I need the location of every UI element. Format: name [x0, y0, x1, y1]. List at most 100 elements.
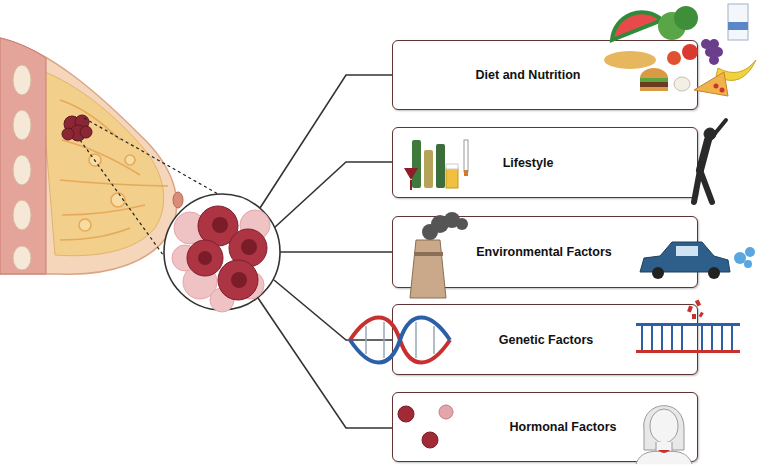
breast-skin — [0, 38, 177, 274]
factor-box: Hormonal Factors — [392, 392, 698, 462]
magnifier-circle — [164, 194, 280, 310]
grapes — [701, 39, 723, 65]
car-window — [676, 246, 698, 256]
car-body — [640, 242, 730, 272]
factor-label: Diet and Nutrition — [476, 68, 581, 82]
mutation-icon-part-part — [687, 305, 693, 312]
factory-icon — [410, 212, 468, 298]
hormone — [398, 406, 414, 422]
breast-gland — [40, 70, 164, 256]
dna-icon — [350, 318, 450, 363]
cell-nuclei-part — [212, 217, 228, 233]
ribs-part — [13, 155, 31, 185]
dna-icon-part-part — [383, 322, 385, 358]
lobules-part — [60, 228, 130, 240]
mutation-icon-part-part — [731, 326, 733, 350]
tumor — [62, 115, 92, 141]
grapes-part — [709, 39, 719, 49]
burger-part — [640, 87, 668, 91]
chest-wall — [0, 38, 46, 274]
dna-icon-part-part — [433, 326, 435, 354]
leg — [694, 170, 700, 202]
burger-part — [640, 78, 668, 82]
greens — [674, 6, 698, 30]
thyroid — [658, 450, 670, 453]
wheel — [708, 267, 720, 279]
mutation-icon-part-part — [681, 326, 683, 350]
tumor-cells-part — [218, 260, 258, 300]
mutation-icon-part-part — [651, 326, 653, 350]
exhaust-part — [744, 260, 752, 268]
beer-foam — [446, 164, 458, 169]
tumor-part — [80, 126, 92, 138]
mutation-icon-part-part — [711, 326, 713, 350]
smoke-part — [456, 218, 468, 230]
grapes-part — [709, 55, 719, 65]
hormone — [422, 432, 438, 448]
ribs-part — [13, 65, 31, 95]
nipple — [173, 192, 183, 208]
body — [700, 140, 708, 170]
food-icon — [604, 4, 756, 96]
garlic — [674, 77, 690, 91]
lobules — [60, 100, 168, 240]
mutation-icon-part — [642, 326, 732, 350]
neck — [656, 442, 672, 452]
zoom-lines-part — [84, 118, 218, 194]
grapes-part — [705, 47, 715, 57]
woman-icon — [636, 406, 692, 464]
milk-label — [728, 22, 748, 30]
exhaust — [734, 247, 755, 268]
mutation-icon-part-part — [721, 326, 723, 350]
exhaust-part — [734, 252, 746, 264]
bottle — [436, 144, 445, 188]
dna-strand — [350, 318, 450, 363]
banana — [716, 60, 756, 80]
dna-icon-part — [366, 322, 434, 358]
mutation-icon-part — [687, 299, 704, 319]
bread — [604, 51, 656, 69]
mutation-icon-part-part — [661, 326, 663, 350]
smoke-part — [422, 224, 438, 240]
smoke — [422, 212, 468, 240]
ribs-part — [13, 246, 31, 270]
face — [650, 409, 678, 443]
grapes-part — [701, 39, 711, 49]
beer-mug — [446, 168, 458, 188]
wheel — [652, 267, 664, 279]
dna-icon-part-part — [365, 326, 367, 354]
tomato — [682, 44, 698, 60]
ribs-part — [13, 110, 31, 140]
tumor-part — [62, 128, 74, 140]
cigarette — [464, 140, 468, 172]
food-icon-part — [720, 88, 725, 93]
cell-nuclei-part — [241, 239, 257, 255]
factor-box: Environmental Factors — [392, 216, 698, 288]
factor-box: Genetic Factors — [392, 304, 698, 375]
mutation-icon-part-part — [692, 314, 696, 319]
cell-nuclei-part — [198, 251, 212, 265]
lobules-part — [125, 155, 135, 165]
burger — [640, 68, 668, 91]
pizza — [694, 72, 728, 96]
chimney-band — [414, 252, 443, 256]
ribs-part — [13, 200, 31, 230]
mutation-icon-part-part — [641, 326, 643, 350]
chimney — [410, 240, 446, 298]
bottle — [424, 150, 433, 188]
lobules-part — [79, 219, 91, 231]
food-icon-part — [714, 84, 719, 89]
branch-lines-part — [274, 162, 393, 228]
smoke-part — [431, 215, 449, 233]
milk-carton — [728, 4, 748, 40]
arm — [708, 120, 726, 142]
ribs — [13, 65, 31, 270]
shoulders — [636, 451, 692, 464]
halo-cells — [172, 210, 270, 312]
exhaust-part — [745, 247, 755, 257]
head — [704, 128, 716, 140]
burger-part — [640, 82, 668, 87]
bottle — [412, 140, 421, 188]
branch-lines-part — [260, 75, 393, 208]
leg — [700, 170, 712, 202]
